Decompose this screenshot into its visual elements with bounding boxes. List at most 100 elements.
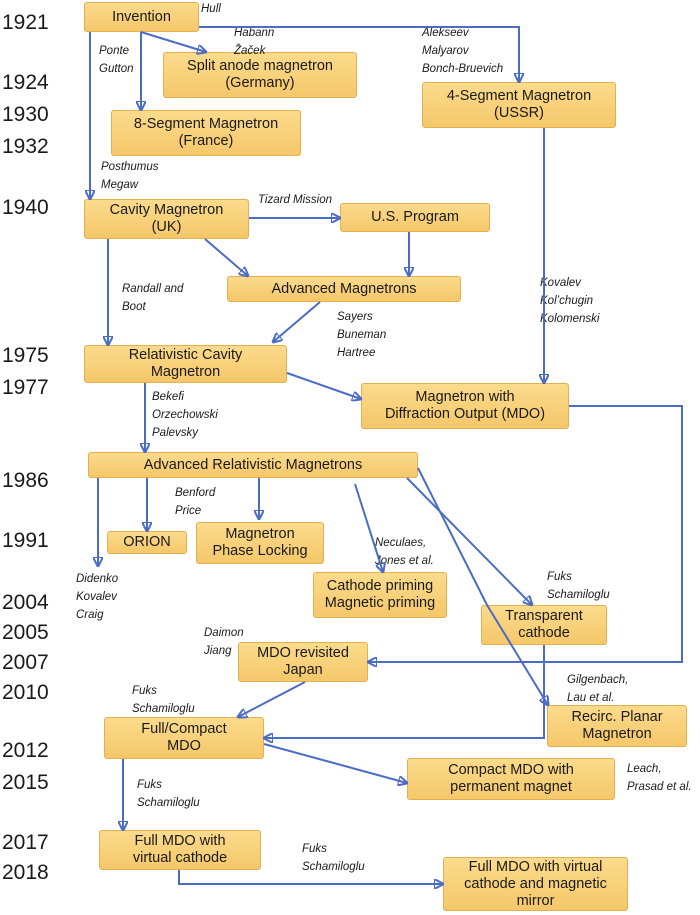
node-label-line: cathode: [518, 625, 570, 641]
annotation-line: Jones et al.: [375, 555, 434, 567]
annotation-line: Schamiloglu: [137, 797, 200, 809]
node-label-line: Full MDO with virtual: [468, 858, 603, 875]
annotation-line: Tizard Mission: [258, 194, 333, 206]
node-label-line: virtual cathode: [132, 850, 228, 866]
node-label-line: (UK): [151, 219, 182, 235]
year-label-1975: 1975: [2, 344, 49, 367]
node-invention: Invention: [84, 2, 199, 32]
annotation-line: Randall and: [122, 283, 184, 295]
year-label-2018: 2018: [2, 861, 49, 884]
annotation-line: Fuks: [547, 571, 572, 583]
year-label-2015: 2015: [2, 771, 49, 794]
annotation-line: Kol’chugin: [540, 295, 594, 307]
arrow-full-virtual-to-full-virtual-mirror: [178, 870, 443, 884]
node-label-line: Cathode priming: [326, 578, 434, 594]
annotation-line: Žaček: [234, 45, 266, 57]
annotation-line: Palevsky: [152, 427, 199, 439]
node-label-line: Japan: [283, 662, 323, 678]
annotation-line: Didenko: [76, 573, 119, 585]
annotation-line: Daimon: [204, 627, 244, 639]
annotation-gilgenbach: Gilgenbach, Lau et al.: [567, 671, 628, 707]
node-us-program: U.S. Program: [340, 203, 490, 232]
node-cavity: Cavity Magnetron(UK): [84, 199, 249, 239]
node-label-line: Full MDO with: [134, 833, 226, 849]
node-label-line: (Germany): [225, 75, 295, 91]
node-label-line: U.S. Program: [371, 209, 459, 225]
year-label-2012: 2012: [2, 739, 49, 762]
node-label-line: Recirc. Planar: [571, 709, 663, 725]
annotation-line: Jiang: [204, 645, 232, 657]
annotation-line: Schamiloglu: [302, 861, 365, 873]
arrow-transparent-to-full-compact: [264, 645, 545, 738]
annotation-line: Fuks: [302, 843, 327, 855]
year-label-1930: 1930: [2, 103, 49, 126]
annotation-line: Price: [175, 505, 202, 517]
year-label-1932: 1932: [2, 135, 49, 158]
year-label-2017: 2017: [2, 831, 49, 854]
annotation-line: Lau et al.: [567, 692, 615, 704]
year-label-1924: 1924: [2, 71, 49, 94]
node-label-line: Advanced Relativistic Magnetrons: [143, 456, 363, 473]
node-label-line: Magnetron: [582, 726, 652, 742]
annotation-line: Hartree: [337, 347, 376, 359]
annotation-line: Buneman: [337, 329, 387, 341]
annotation-line: Gilgenbach,: [567, 674, 629, 686]
arrow-invention-to-split-anode: [140, 31, 206, 52]
node-adv-relativistic: Advanced Relativistic Magnetrons: [88, 452, 418, 478]
arrow-relativistic-to-mdo: [286, 372, 361, 399]
node-label-line: 4-Segment Magnetron: [446, 88, 592, 104]
annotation-line: Megaw: [101, 179, 139, 191]
node-advanced: Advanced Magnetrons: [227, 276, 461, 302]
annotation-line: Alekseev: [422, 27, 469, 39]
annotation-neculaes: Neculaes,Jones et al.: [375, 534, 434, 570]
annotation-tizard: Tizard Mission: [258, 191, 332, 209]
arrow-advanced-to-relativistic: [273, 301, 321, 342]
year-label-1921: 1921: [2, 11, 49, 34]
annotation-line: Fuks: [132, 685, 157, 697]
arrow-adv-to-cathode-priming: [354, 483, 383, 572]
year-label-2005: 2005: [2, 621, 49, 644]
annotation-line: Kolomenski: [540, 313, 600, 325]
arrow-invention-to-four-segment: [199, 26, 519, 82]
year-label-1977: 1977: [2, 376, 49, 399]
node-label-line: permanent magnet: [450, 779, 572, 795]
year-label-2007: 2007: [2, 651, 49, 674]
node-label-line: Diffraction Output (MDO): [384, 406, 546, 422]
node-split-anode: Split anode magnetron(Germany): [163, 52, 357, 98]
node-label-line: Split anode magnetron: [187, 58, 333, 74]
node-label-line: MDO revisited: [257, 645, 349, 661]
node-label-line: cathode and magnetic: [464, 875, 607, 892]
arrow-mdo-to-mdo-japan: [368, 405, 683, 662]
node-label-line: Compact MDO with: [448, 762, 574, 778]
annotation-line: Gutton: [99, 63, 134, 75]
node-label-line: Cavity Magnetron: [109, 202, 224, 218]
annotation-line: Schamiloglu: [132, 703, 195, 715]
arrow-adv-to-transparent: [406, 477, 532, 605]
annotation-line: Kovalev: [540, 277, 581, 289]
node-label-line: Magnetron: [225, 526, 295, 542]
arrow-cavity-to-advanced: [204, 238, 248, 276]
arrow-adv-to-recirc: [417, 467, 548, 705]
year-label-2004: 2004: [2, 591, 49, 614]
node-label-line: Transparent: [505, 608, 583, 624]
node-label-line: Magnetron: [150, 364, 221, 380]
year-label-1991: 1991: [2, 529, 49, 552]
